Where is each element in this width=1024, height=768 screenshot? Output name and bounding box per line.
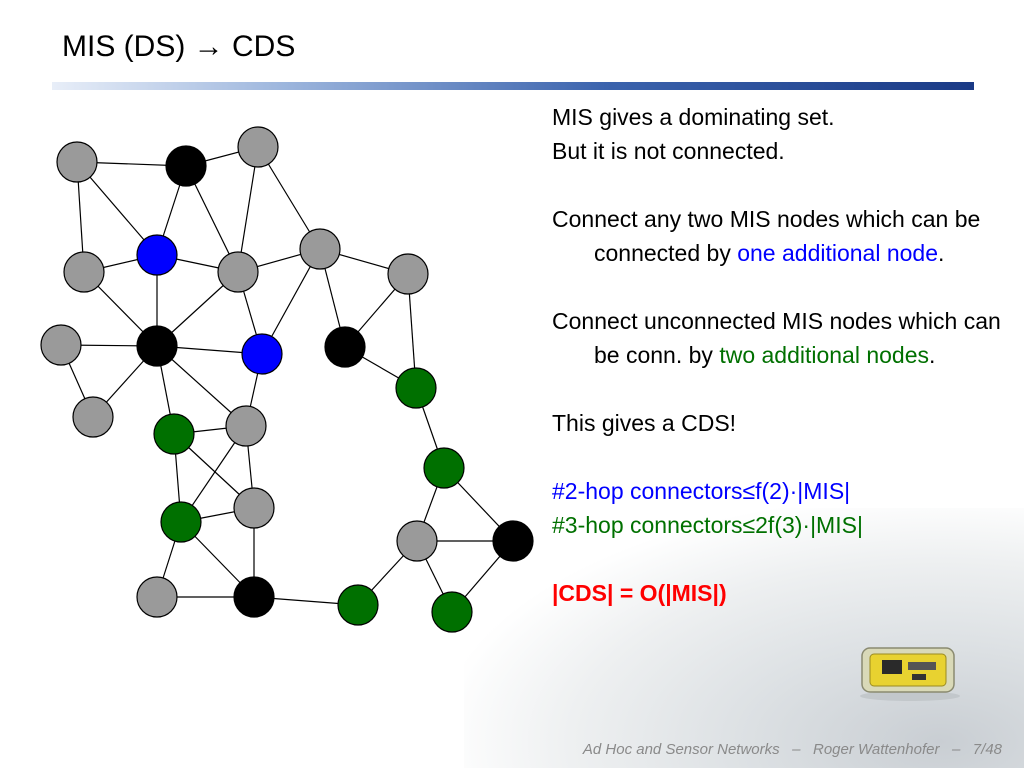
text-p3-part-a: Connect unconnected MIS nodes which can …	[552, 308, 1001, 368]
gray-graph-node	[237, 126, 279, 168]
black-graph-node	[165, 145, 207, 187]
green-graph-node	[337, 584, 379, 626]
background-snow-image	[464, 508, 1024, 768]
gray-graph-node	[72, 396, 114, 438]
formula-cds-bound: |CDS| = O(|MIS|)	[552, 580, 727, 606]
text-gives-cds: This gives a CDS!	[552, 410, 737, 436]
slide-title: MIS (DS) → CDS	[62, 30, 296, 63]
gray-graph-node	[136, 576, 178, 618]
sensor-node-device-image	[860, 647, 960, 701]
gray-graph-node	[63, 251, 105, 293]
graph-edge	[237, 146, 259, 273]
text-p3-period: .	[929, 342, 936, 368]
text-paragraph-two-nodes: Connect unconnected MIS nodes which can …	[552, 304, 1002, 372]
blue-graph-node	[241, 333, 283, 375]
green-graph-node	[395, 367, 437, 409]
formula-2hop-connectors: #2-hop connectors≤f(2)·|MIS|	[552, 478, 851, 504]
gray-graph-node	[56, 141, 98, 183]
gray-graph-node	[299, 228, 341, 270]
gray-graph-node	[217, 251, 259, 293]
black-graph-node	[492, 520, 534, 562]
green-graph-node	[153, 413, 195, 455]
graph-edges	[60, 146, 514, 613]
slide-body-text: MIS gives a dominating set. But it is no…	[552, 100, 1002, 610]
black-graph-node	[233, 576, 275, 618]
title-underline-bar	[52, 82, 974, 90]
gray-graph-node	[387, 253, 429, 295]
graph-nodes	[40, 126, 534, 633]
green-graph-node	[431, 591, 473, 633]
gray-graph-node	[40, 324, 82, 366]
text-p2-part-a: Connect any two MIS nodes which can be c…	[552, 206, 981, 266]
slide-footer: Ad Hoc and Sensor Networks – Roger Watte…	[582, 741, 1002, 758]
black-graph-node	[324, 326, 366, 368]
gray-graph-node	[233, 487, 275, 529]
text-one-additional-node: one additional node	[737, 240, 939, 266]
text-two-additional-nodes: two additional nodes	[719, 342, 930, 368]
text-paragraph-one-node: Connect any two MIS nodes which can be c…	[552, 202, 1002, 270]
green-graph-node	[160, 501, 202, 543]
gray-graph-node	[225, 405, 267, 447]
text-p2-period: .	[938, 240, 945, 266]
green-graph-node	[423, 447, 465, 489]
formula-3hop-connectors: #3-hop connectors≤2f(3)·|MIS|	[552, 512, 863, 538]
black-graph-node	[136, 325, 178, 367]
text-line-2: But it is not connected.	[552, 138, 785, 164]
gray-graph-node	[396, 520, 438, 562]
text-line-1: MIS gives a dominating set.	[552, 104, 835, 130]
blue-graph-node	[136, 234, 178, 276]
